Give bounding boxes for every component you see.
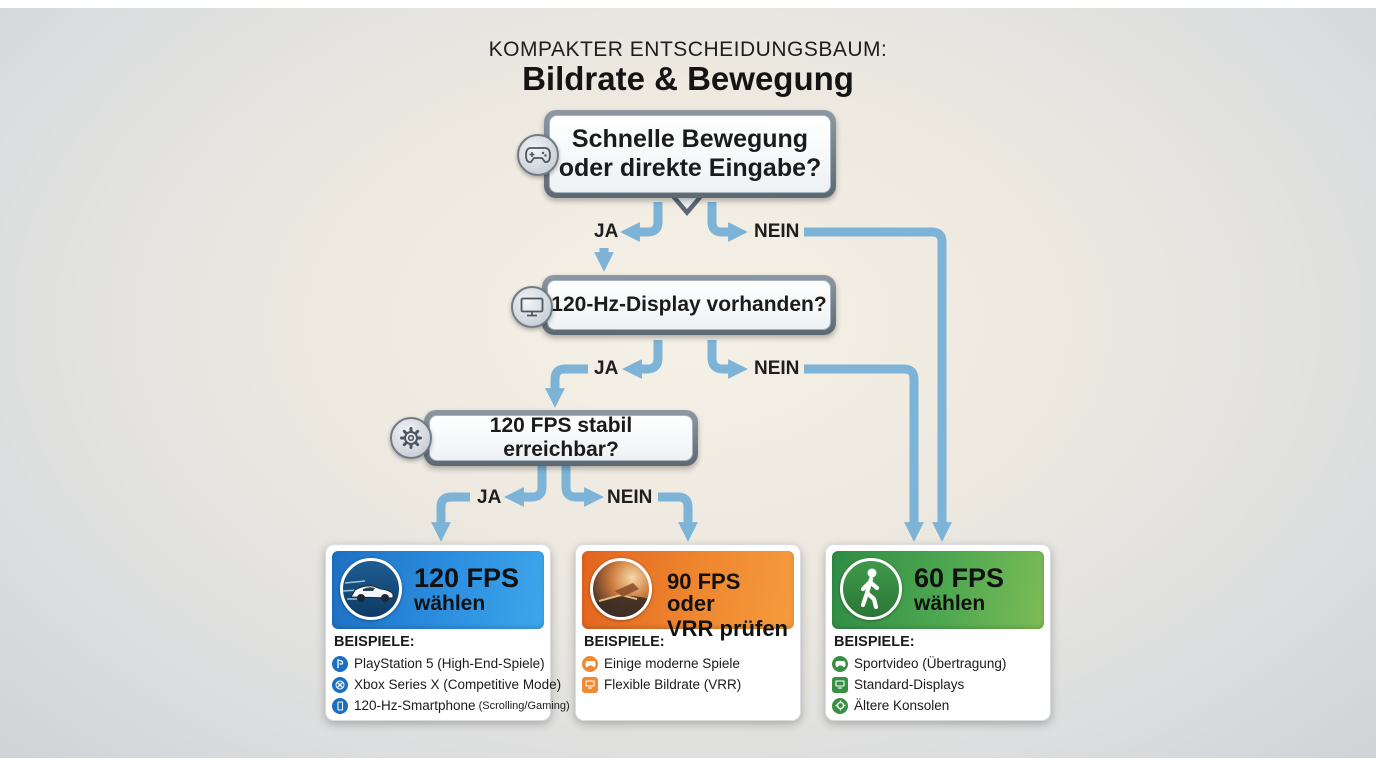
gear-icon xyxy=(832,697,848,714)
list-item: Xbox Series X (Competitive Mode) xyxy=(332,674,570,695)
list-item: Sportvideo (Übertragung) xyxy=(832,653,1006,674)
list-item: Ältere Konsolen xyxy=(832,695,1006,716)
label-q1-yes: JA xyxy=(594,221,619,242)
arrow-q1-no-long xyxy=(804,227,952,542)
arrow-q3-no-left xyxy=(561,466,604,507)
arrow-q3-yes-left xyxy=(431,492,470,542)
bottom-frame-border xyxy=(0,758,1376,768)
outcome-3-examples-label: BEISPIELE: xyxy=(834,634,915,650)
label-q1-no: NEIN xyxy=(754,221,800,242)
label-q3-yes: JA xyxy=(477,487,502,508)
question-2-text: 120-Hz-Display vorhanden? xyxy=(547,280,831,330)
arrow-q3-no-right xyxy=(658,492,698,542)
outcome-2-examples: Einige moderne Spiele Flexible Bildrate … xyxy=(582,653,741,695)
outcome-1-subtitle: wählen xyxy=(414,591,486,615)
question-box-120fps-stable: 120 FPS stabil erreichbar? xyxy=(424,410,698,466)
example-note: (Scrolling/Gaming) xyxy=(478,699,570,712)
question-1-line-2: oder direkte Eingabe? xyxy=(558,154,822,182)
outcome-3-subtitle: wählen xyxy=(914,591,986,615)
outcome-card-90fps-vrr: 90 FPS oder VRR prüfen BEISPIELE: Einige… xyxy=(575,544,801,721)
list-item: Einige moderne Spiele xyxy=(582,653,741,674)
outcome-3-examples: Sportvideo (Übertragung) Standard-Displa… xyxy=(832,653,1006,716)
arrow-q1-yes-curve xyxy=(620,202,663,242)
label-q3-no: NEIN xyxy=(607,487,653,508)
arrow-q2-yes-curve xyxy=(622,340,663,379)
gamepad-icon xyxy=(582,655,598,672)
monitor-icon xyxy=(511,286,553,328)
race-car-icon xyxy=(340,558,402,620)
question-box-fast-motion: Schnelle Bewegung oder direkte Eingabe? xyxy=(544,110,836,198)
outcome-card-60fps: 60 FPS wählen BEISPIELE: Sportvideo (Übe… xyxy=(825,544,1051,721)
gear-icon xyxy=(390,417,432,459)
outcome-2-title: 90 FPS oder xyxy=(667,569,741,617)
outcome-1-examples: PlayStation 5 (High-End-Spiele) Xbox Ser… xyxy=(332,653,570,716)
diagram-subtitle: KOMPAKTER ENTSCHEIDUNGSBAUM: xyxy=(488,38,888,61)
motion-scene-icon xyxy=(590,558,652,620)
arrow-q2-no-long xyxy=(804,364,924,542)
question-box-120hz-display: 120-Hz-Display vorhanden? xyxy=(542,275,836,335)
monitor-icon xyxy=(832,676,848,693)
outcome-2-examples-label: BEISPIELE: xyxy=(584,634,665,650)
walking-person-icon xyxy=(840,558,902,620)
outcome-header-60fps: 60 FPS wählen xyxy=(832,551,1044,629)
list-item: Standard-Displays xyxy=(832,674,1006,695)
list-item: Flexible Bildrate (VRR) xyxy=(582,674,741,695)
outcome-card-120fps: 120 FPS wählen BEISPIELE: PlayStation 5 … xyxy=(325,544,570,721)
diagram-title: Bildrate & Bewegung xyxy=(522,60,854,97)
arrow-q2-no-curve xyxy=(707,340,748,379)
monitor-icon xyxy=(582,676,598,693)
question-3-text: 120 FPS stabil erreichbar? xyxy=(429,414,693,461)
outcome-header-120fps: 120 FPS wählen xyxy=(332,551,544,629)
label-q2-no: NEIN xyxy=(754,358,800,379)
list-item: PlayStation 5 (High-End-Spiele) xyxy=(332,653,570,674)
arrow-q2-yes-left xyxy=(545,364,588,408)
outcome-header-90fps: 90 FPS oder VRR prüfen xyxy=(582,551,794,640)
xbox-icon xyxy=(332,676,348,693)
list-item: 120-Hz-Smartphone(Scrolling/Gaming) xyxy=(332,695,570,716)
label-q2-yes: JA xyxy=(594,358,619,379)
top-frame-border xyxy=(0,0,1376,8)
outcome-3-title: 60 FPS xyxy=(914,563,1005,593)
smartphone-icon xyxy=(332,697,348,714)
arrow-q1-no-curve xyxy=(707,202,748,242)
arrow-q3-yes-right xyxy=(504,466,547,507)
outcome-1-title: 120 FPS xyxy=(414,563,520,593)
gamepad-icon xyxy=(832,655,848,672)
outcome-1-examples-label: BEISPIELE: xyxy=(334,634,415,650)
playstation-icon xyxy=(332,655,348,672)
gamepad-icon xyxy=(517,134,559,176)
question-1-line-1: Schnelle Bewegung xyxy=(571,125,809,154)
outcome-2-subtitle: VRR prüfen xyxy=(667,615,788,641)
